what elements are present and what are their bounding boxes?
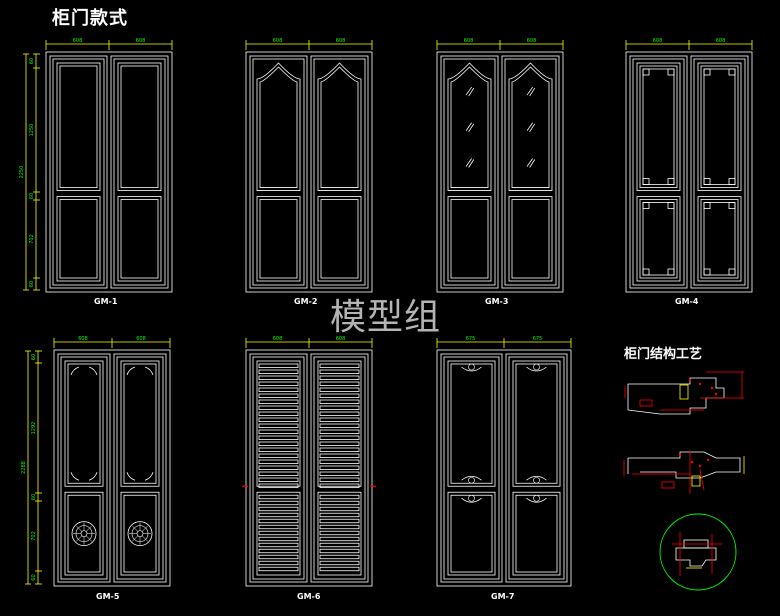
door-leaf	[57, 353, 111, 583]
door-label-gm4: GM-4	[675, 297, 699, 306]
carved-medallion	[71, 521, 97, 547]
width-dim-text: 608	[78, 336, 88, 342]
width-dim-text: 608	[136, 336, 146, 342]
door-leaf	[49, 55, 108, 289]
door-leaf	[505, 353, 568, 583]
door-label-gm2: GM-2	[294, 297, 318, 306]
height-dim-text: 1250	[29, 124, 35, 137]
width-dim-text: 608	[527, 38, 537, 44]
drawing-title: 柜门款式	[52, 8, 128, 29]
width-dim-text: 608	[653, 38, 663, 44]
door-label-gm5: GM-5	[96, 592, 120, 601]
door-leaf	[440, 353, 503, 583]
door-leaf	[629, 55, 688, 289]
door-gm-4	[625, 51, 753, 293]
door-gm-7	[436, 349, 572, 587]
width-dim-text: 608	[716, 38, 726, 44]
height-total-text: 2250	[19, 166, 25, 179]
width-dim-text: 608	[336, 336, 346, 342]
height-dim-text: 702	[29, 234, 35, 244]
door-leaf	[501, 55, 560, 289]
door-gm-3	[436, 51, 564, 293]
width-dimension: 608 608	[436, 38, 564, 50]
height-dim-text: 60	[31, 494, 37, 500]
width-dim-text: 608	[273, 38, 283, 44]
section-title: 柜门结构工艺	[624, 347, 703, 362]
door-leaf	[310, 55, 369, 289]
height-dim-text: 60	[31, 354, 37, 360]
watermark: 模型组	[330, 297, 442, 338]
height-dim-text: 60	[31, 574, 37, 580]
structure-detail-1	[624, 371, 744, 415]
height-dim-text: 702	[31, 531, 37, 541]
width-dim-text: 675	[533, 336, 543, 342]
width-dimension: 608 608	[53, 336, 171, 348]
door-leaf	[690, 55, 749, 289]
width-dimension: 608 608	[625, 38, 753, 50]
width-dim-text: 608	[73, 38, 83, 44]
width-dimension: 608 608	[245, 336, 373, 348]
door-leaf	[249, 353, 308, 583]
height-dimension: 60 1250 60 702 60 2250	[19, 53, 40, 291]
height-dim-text: 60	[29, 58, 35, 64]
width-dimension: 608 608	[45, 38, 173, 50]
height-dimension: 60 1292 60 702 60 2288	[21, 350, 42, 585]
door-label-gm6: GM-6	[297, 592, 321, 601]
height-dim-text: 60	[29, 193, 35, 199]
width-dim-text: 608	[336, 38, 346, 44]
door-gm-6	[245, 349, 373, 587]
door-gm-5	[53, 349, 171, 587]
carved-medallion	[127, 521, 153, 547]
width-dim-text: 608	[273, 336, 283, 342]
door-gm-1	[45, 51, 173, 293]
door-label-gm1: GM-1	[94, 297, 118, 306]
width-dim-text: 608	[464, 38, 474, 44]
door-label-gm3: GM-3	[485, 297, 509, 306]
height-dim-text: 60	[29, 281, 35, 287]
door-leaf	[440, 55, 499, 289]
width-dimension: 675 675	[436, 336, 572, 348]
height-dim-text: 1292	[31, 422, 37, 435]
door-leaf	[249, 55, 308, 289]
door-leaf	[310, 353, 369, 583]
structure-detail-circle	[659, 513, 737, 591]
door-leaf	[110, 55, 169, 289]
width-dimension: 608 608	[245, 38, 373, 50]
width-dim-text: 675	[466, 336, 476, 342]
width-dim-text: 608	[136, 38, 146, 44]
structure-detail-2	[623, 450, 745, 494]
door-label-gm7: GM-7	[491, 592, 515, 601]
door-gm-2	[245, 51, 373, 293]
door-leaf	[113, 353, 167, 583]
height-total-text: 2288	[21, 461, 27, 474]
